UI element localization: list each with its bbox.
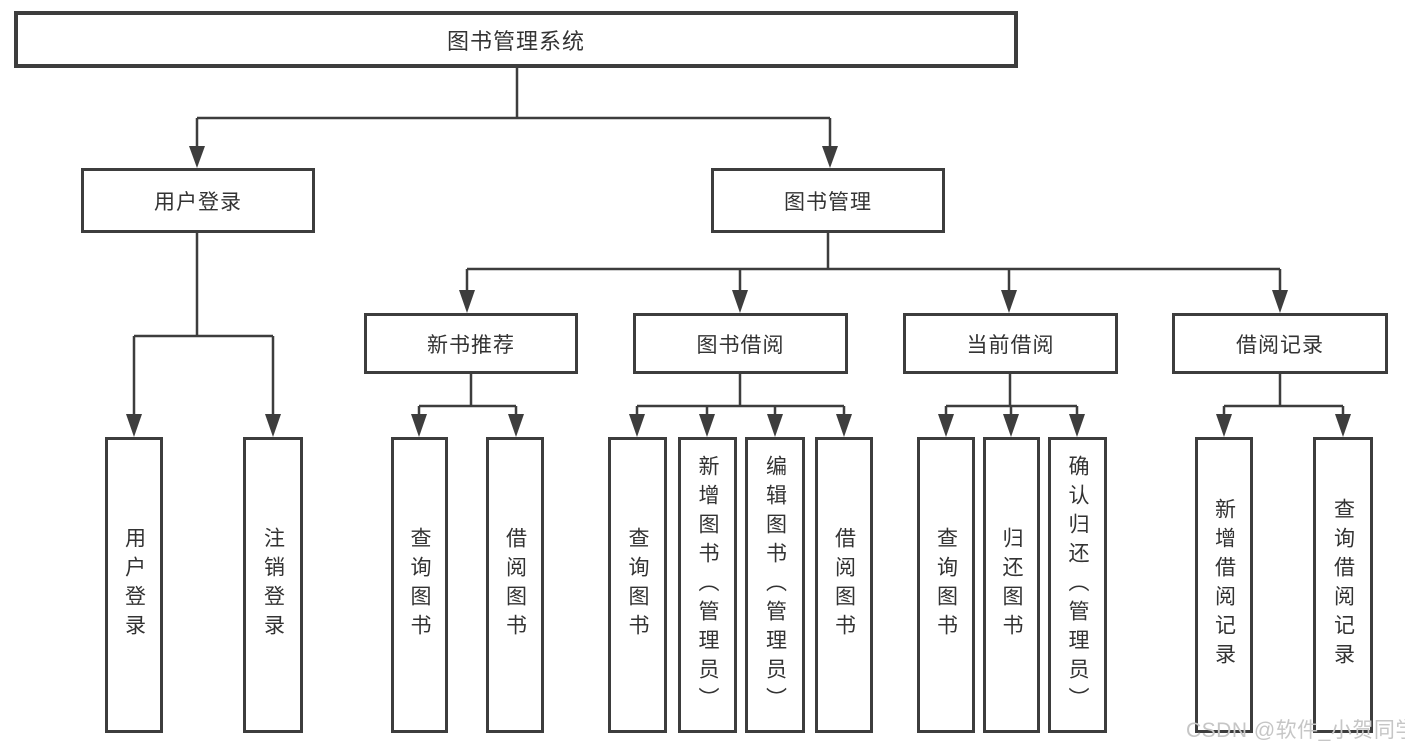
- node-book-borrow: 图书借阅: [633, 313, 848, 374]
- leaf-logout: 注销登录: [243, 437, 303, 733]
- leaf-borrow-query-books: 查询图书: [608, 437, 667, 733]
- node-label: 查询借阅记录: [1331, 498, 1355, 672]
- leaf-borrow-borrow-books: 借阅图书: [815, 437, 873, 733]
- node-label: 用户登录: [122, 527, 146, 643]
- node-book-management: 图书管理: [711, 168, 945, 233]
- node-library-management-system: 图书管理系统: [14, 11, 1018, 68]
- node-borrow-records: 借阅记录: [1172, 313, 1388, 374]
- leaf-records-add-record: 新增借阅记录: [1195, 437, 1253, 733]
- node-label: 图书管理系统: [446, 28, 585, 54]
- node-label: 当前借阅: [966, 333, 1055, 357]
- node-label: 图书管理: [784, 190, 872, 214]
- leaf-newrec-borrow-books: 借阅图书: [486, 437, 544, 733]
- node-label: 新增借阅记录: [1212, 498, 1236, 672]
- leaf-current-query-books: 查询图书: [917, 437, 975, 733]
- node-label: 查询图书: [626, 527, 649, 643]
- csdn-watermark: CSDN @软件_小贺同学: [1186, 719, 1405, 742]
- leaf-user-login: 用户登录: [105, 437, 163, 733]
- node-label: 编辑图书（管理员）: [763, 454, 787, 716]
- leaf-borrow-add-books-admin: 新增图书（管理员）: [678, 437, 737, 733]
- node-label: 注销登录: [261, 527, 285, 643]
- node-label: 图书借阅: [696, 333, 785, 357]
- node-current-borrow: 当前借阅: [903, 313, 1118, 374]
- node-label: 查询图书: [408, 527, 431, 643]
- leaf-current-return-books: 归还图书: [983, 437, 1040, 733]
- node-new-book-recommend: 新书推荐: [364, 313, 578, 374]
- node-label: 新书推荐: [427, 333, 515, 357]
- node-label: 借阅记录: [1236, 333, 1324, 357]
- node-label: 新增图书（管理员）: [696, 454, 719, 716]
- leaf-current-confirm-return-admin: 确认归还（管理员）: [1048, 437, 1107, 733]
- node-label: 归还图书: [1000, 527, 1023, 643]
- node-user-login: 用户登录: [81, 168, 315, 233]
- leaf-borrow-edit-books-admin: 编辑图书（管理员）: [745, 437, 805, 733]
- leaf-newrec-query-books: 查询图书: [391, 437, 448, 733]
- node-label: 借阅图书: [503, 527, 527, 643]
- node-label: 借阅图书: [832, 527, 856, 643]
- node-label: 查询图书: [934, 527, 958, 643]
- node-label: 用户登录: [154, 190, 242, 214]
- node-label: 确认归还（管理员）: [1066, 454, 1089, 716]
- leaf-records-query-record: 查询借阅记录: [1313, 437, 1373, 733]
